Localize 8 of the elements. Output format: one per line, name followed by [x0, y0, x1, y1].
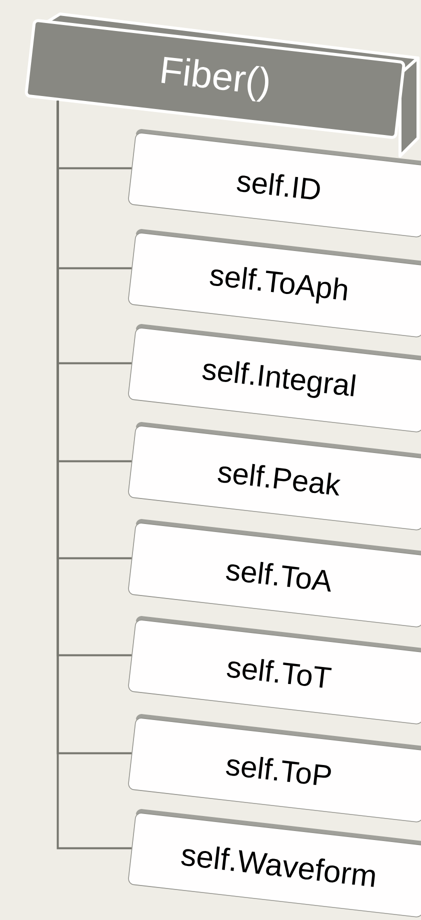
attribute-box: self.Waveform — [128, 809, 421, 918]
attribute-box: self.ToAph — [128, 229, 421, 338]
attribute-box: self.ToT — [128, 616, 421, 724]
attribute-box: self.ToP — [128, 714, 421, 822]
attribute-box: self.ID — [128, 129, 421, 238]
attribute-box: self.Integral — [128, 324, 421, 432]
attribute-box: self.ToA — [128, 519, 421, 628]
attribute-box: self.Peak — [128, 422, 421, 530]
